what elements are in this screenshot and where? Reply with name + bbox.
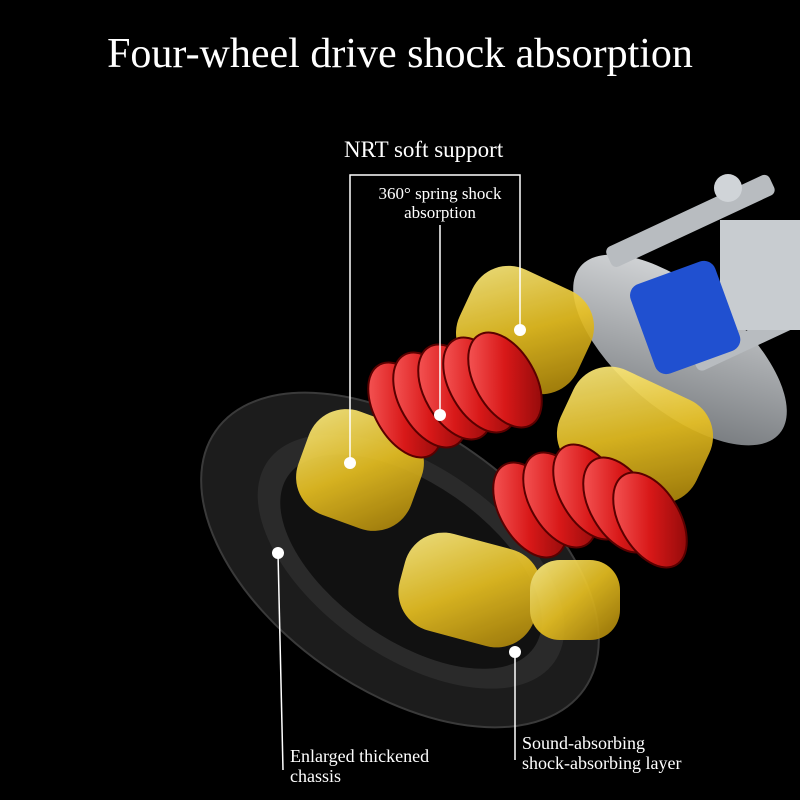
chassis-label-line1: Enlarged thickened <box>290 746 430 766</box>
page-title: Four-wheel drive shock absorption <box>107 31 693 77</box>
chassis-label-line2: chassis <box>290 766 341 786</box>
chassis-label: Enlarged thickened chassis <box>290 746 429 786</box>
spring-label-line1: 360° spring shock <box>378 184 502 203</box>
callout-dots <box>272 324 526 658</box>
nrt-support-label: NRT soft support <box>344 137 504 162</box>
leader-lines <box>277 174 521 771</box>
mount-plate <box>573 174 800 446</box>
sound-label-line1: Sound-absorbing <box>522 733 645 753</box>
spring-label: 360° spring shock absorption <box>358 184 522 222</box>
springs <box>367 331 688 569</box>
sound-label-line2: shock-absorbing layer <box>522 753 682 773</box>
sound-layer-label: Sound-absorbing shock-absorbing layer <box>522 733 681 773</box>
spring-label-line2: absorption <box>404 203 476 222</box>
